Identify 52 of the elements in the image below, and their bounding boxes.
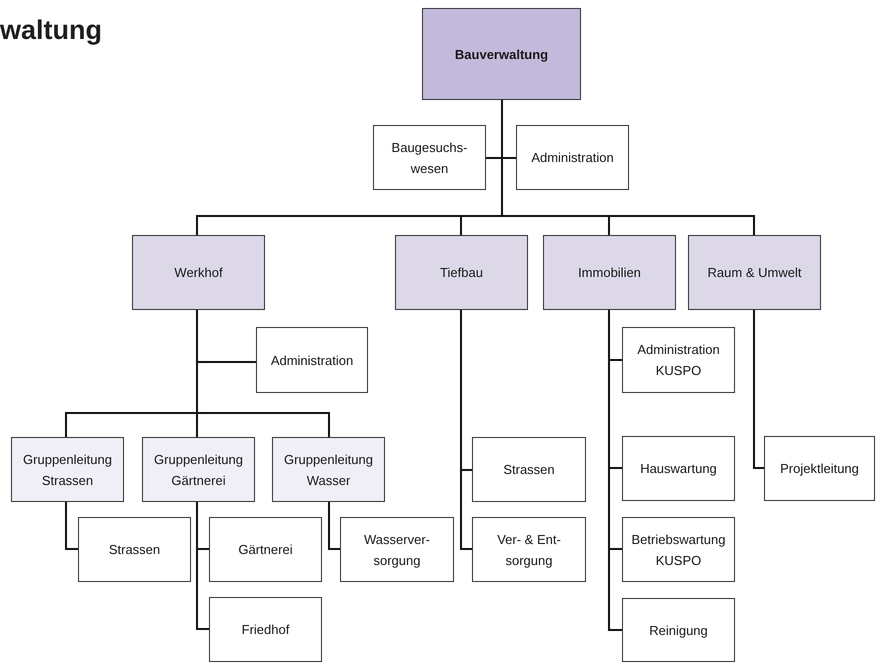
- unit-name: Hauswartung: [640, 460, 717, 478]
- connector-line: [460, 310, 472, 550]
- unit-name: Immobilien: [578, 264, 641, 282]
- unit-name: Wasserver- sorgung: [363, 530, 431, 570]
- unit-name: Projektleitung: [780, 460, 859, 478]
- org-unit-box: [516, 125, 629, 190]
- unit-name: Reinigung: [649, 622, 708, 640]
- unit-name: Gruppenleitung Gärtnerei: [153, 450, 244, 490]
- connector-line: [65, 502, 78, 550]
- org-unit-box: [11, 437, 124, 502]
- unit-name: Werkhof: [174, 264, 223, 282]
- connector-line: [328, 502, 340, 550]
- unit-name: Gruppenleitung Wasser: [283, 450, 374, 490]
- org-unit-box: [764, 436, 875, 501]
- unit-name: Strassen: [503, 461, 555, 479]
- org-unit-box: [132, 235, 265, 310]
- connector-line: [196, 310, 330, 437]
- unit-name: Betriebswartung KUSPO: [630, 530, 726, 570]
- unit-name: Tiefbau: [440, 264, 483, 282]
- unit-name: Gruppenleitung Strassen: [22, 450, 113, 490]
- unit-name: Administration: [531, 149, 614, 167]
- connector-line: [501, 100, 755, 235]
- unit-name: Administration: [270, 352, 354, 370]
- page-title: waltung: [0, 14, 102, 47]
- org-unit-box: [472, 437, 586, 502]
- org-unit-box: [256, 327, 368, 393]
- org-unit-box: [78, 517, 191, 582]
- org-unit-box: [543, 235, 676, 310]
- org-unit-box: [340, 517, 454, 582]
- org-unit-box: [422, 8, 581, 100]
- unit-name: Gärtnerei: [238, 541, 293, 559]
- unit-name: Ver- & Ent- sorgung: [496, 530, 562, 570]
- unit-name: Administration KUSPO: [636, 341, 721, 380]
- org-unit-box: [622, 517, 735, 582]
- org-unit-box: [622, 327, 735, 393]
- org-unit-box: [272, 437, 385, 502]
- connector-line: [753, 310, 764, 469]
- org-unit-box: [373, 125, 486, 190]
- org-unit-box: [142, 437, 255, 502]
- org-unit-box: [622, 598, 735, 662]
- org-unit-box: [395, 235, 528, 310]
- unit-name: Strassen: [108, 541, 160, 559]
- org-unit-box: [472, 517, 586, 582]
- unit-name: Friedhof: [242, 621, 290, 639]
- org-unit-box: [622, 436, 735, 501]
- connector-line: [608, 310, 622, 631]
- org-unit-box: [209, 517, 322, 582]
- org-unit-box: [209, 597, 322, 662]
- unit-name: Bauverwaltung: [454, 46, 548, 64]
- org-unit-box: [688, 235, 821, 310]
- unit-name: Raum & Umwelt: [708, 264, 802, 282]
- unit-name: Baugesuchs- wesen: [390, 138, 468, 178]
